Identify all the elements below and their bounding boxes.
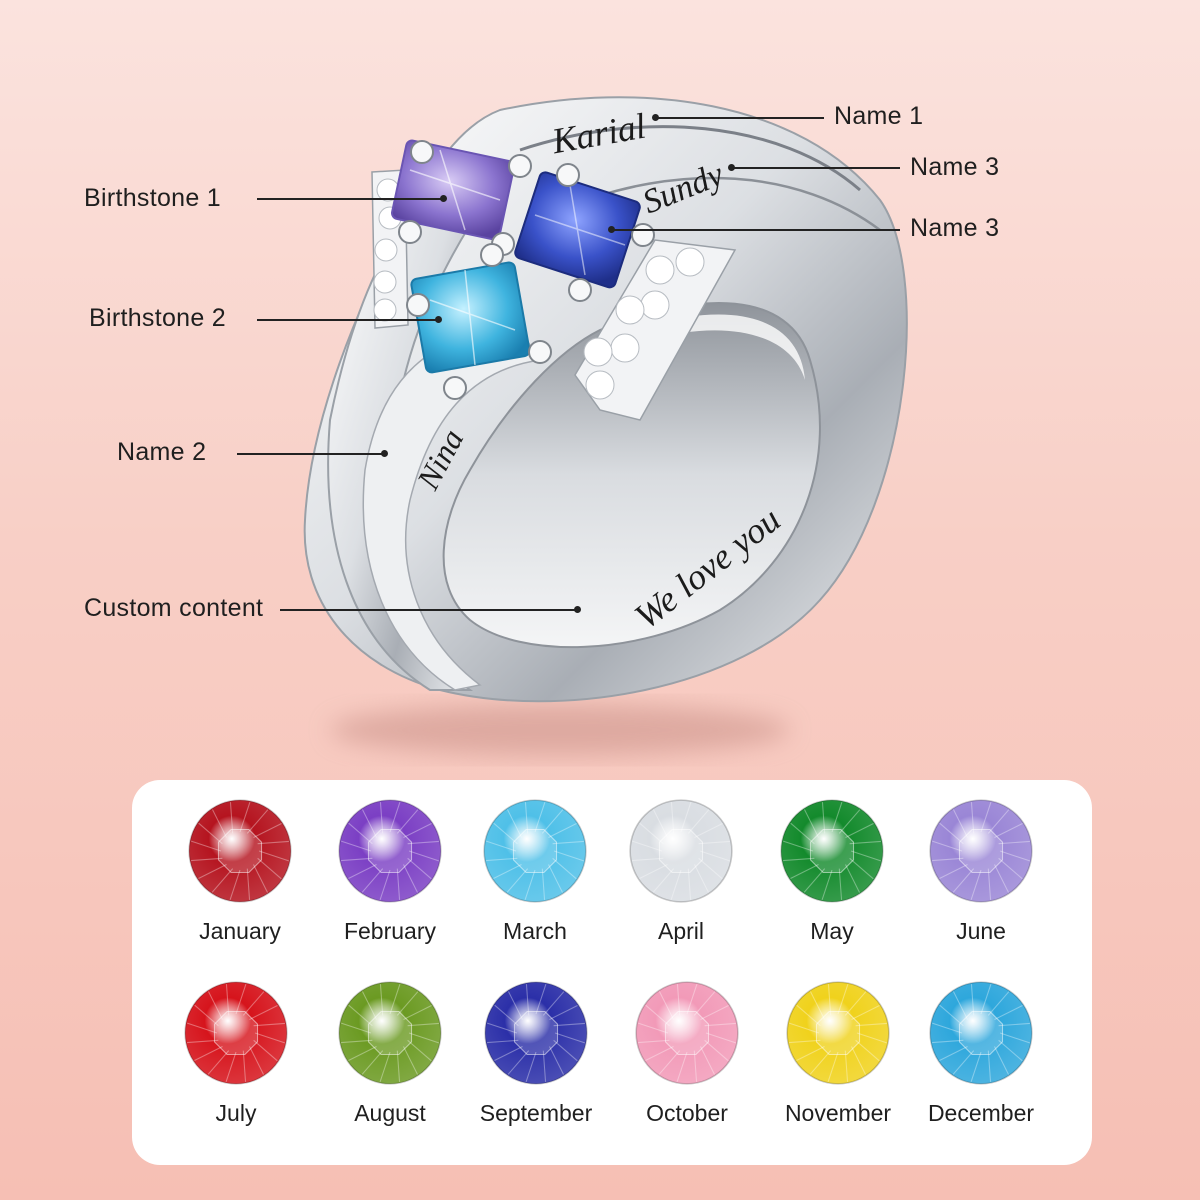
pave-strip-right: [574, 239, 737, 421]
callout-name1: Name 1: [834, 102, 924, 130]
month-label: August: [354, 1100, 426, 1126]
callout-line-name1: [656, 117, 824, 119]
gem-january-icon: [188, 799, 292, 903]
month-july: July: [161, 980, 311, 1127]
gem-march-icon: [483, 799, 587, 903]
callout-dot-birthstone2: [435, 316, 442, 323]
month-label: September: [479, 1100, 593, 1126]
month-label: June: [956, 918, 1006, 944]
callout-line-custom: [280, 609, 576, 611]
callout-line-birthstone1: [257, 198, 442, 200]
callout-name2: Name 2: [117, 438, 207, 466]
month-label: March: [503, 918, 567, 944]
month-august: August: [315, 980, 465, 1127]
gem-april-icon: [629, 799, 733, 903]
callout-dot-name3a: [728, 164, 735, 171]
month-february: February: [315, 798, 465, 945]
callout-birthstone2: Birthstone 2: [89, 304, 227, 332]
gem-july-icon: [184, 981, 288, 1085]
prongs: [398, 140, 655, 400]
month-label: April: [657, 918, 704, 944]
month-january: January: [165, 798, 315, 945]
gem-november-icon: [786, 981, 890, 1085]
month-label: October: [646, 1100, 728, 1126]
month-label: December: [927, 1100, 1035, 1126]
callout-name3-top: Name 3: [910, 153, 1000, 181]
callout-line-birthstone2: [257, 319, 437, 321]
callout-dot-birthstone1: [440, 195, 447, 202]
callout-line-name3b: [612, 229, 900, 231]
gem-february-icon: [338, 799, 442, 903]
callout-dot-name3b: [608, 226, 615, 233]
birthstone-chart: January February March April May June Ju…: [132, 780, 1092, 1165]
callout-dot-custom: [574, 606, 581, 613]
month-label: November: [784, 1100, 892, 1126]
gem-may-icon: [780, 799, 884, 903]
gem-december-icon: [929, 981, 1033, 1085]
gem-august-icon: [338, 981, 442, 1085]
callout-line-name2: [237, 453, 383, 455]
month-december: December: [906, 980, 1056, 1127]
callout-line-name3a: [732, 167, 900, 169]
month-september: September: [461, 980, 611, 1127]
callout-birthstone1: Birthstone 1: [84, 184, 222, 212]
month-november: November: [763, 980, 913, 1127]
month-october: October: [612, 980, 762, 1127]
gem-september-icon: [484, 981, 588, 1085]
month-march: March: [460, 798, 610, 945]
callout-dot-name2: [381, 450, 388, 457]
birthstone-3-gem: [514, 171, 641, 289]
month-june: June: [906, 798, 1056, 945]
callout-name3-bottom: Name 3: [910, 214, 1000, 242]
month-label: February: [343, 918, 437, 944]
month-april: April: [606, 798, 756, 945]
birthstone-1-gem: [391, 139, 515, 241]
birthstone-2-gem: [410, 261, 531, 374]
month-label: July: [215, 1100, 257, 1126]
gem-october-icon: [635, 981, 739, 1085]
month-label: May: [810, 918, 854, 944]
callout-custom-content: Custom content: [84, 594, 264, 622]
ring-illustration: Karial Sundy Nina We love you: [303, 96, 908, 756]
gem-june-icon: [929, 799, 1033, 903]
month-label: January: [199, 918, 281, 944]
month-may: May: [757, 798, 907, 945]
callout-dot-name1: [652, 114, 659, 121]
